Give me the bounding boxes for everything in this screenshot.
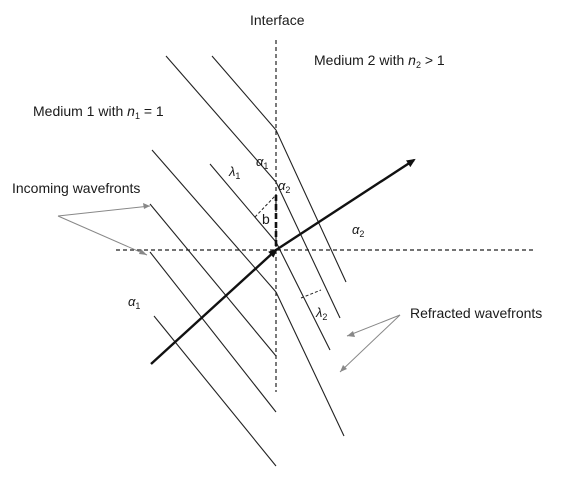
- refracted-wavefront: [275, 241, 331, 351]
- medium1-label: Medium 1 with n1 = 1: [33, 103, 164, 121]
- alpha2-right-label: α2: [352, 222, 364, 239]
- incoming-pointer-2: [57, 215, 148, 256]
- alpha2-top-label: α2: [278, 178, 290, 195]
- refracted-pointer-2: [339, 314, 401, 373]
- refracted-pointer-1: [346, 314, 401, 337]
- incoming-wavefronts: [149, 55, 277, 467]
- lambda1-label: λ1: [228, 164, 240, 181]
- medium2-label: Medium 2 with n2 > 1: [314, 52, 445, 70]
- refracted-wavefronts-label: Refracted wavefronts: [410, 305, 542, 321]
- lambda2-label: λ2: [315, 305, 327, 322]
- wavelength1-marker: [254, 194, 277, 218]
- incoming-wavefronts-label: Incoming wavefronts: [12, 180, 140, 196]
- arrowhead-refracted-2: [340, 365, 347, 372]
- refracted-wavefront: [211, 55, 347, 283]
- interface-label: Interface: [250, 12, 305, 28]
- annotation-arrows: [57, 205, 401, 373]
- incoming-wavefront: [153, 315, 277, 467]
- refracted-ray: [275, 158, 416, 252]
- alpha1-top-label: α1: [256, 154, 268, 171]
- refracted-wavefront: [275, 291, 345, 437]
- refracted-wavefronts: [211, 55, 347, 437]
- incoming-wavefront: [209, 163, 277, 243]
- arrowhead-incoming-2: [139, 249, 147, 255]
- incoming-wavefront: [151, 149, 277, 293]
- incoming-pointer-1: [57, 205, 151, 217]
- arrowhead-incoming-1: [143, 203, 150, 209]
- wavelength2-marker: [300, 289, 322, 299]
- b-label: b: [262, 211, 270, 227]
- alpha1-bottom-label: α1: [128, 294, 140, 311]
- incoming-wavefront: [165, 55, 277, 183]
- incoming-wavefront: [149, 251, 277, 413]
- incident-ray: [150, 248, 278, 365]
- incoming-wavefront: [149, 203, 277, 357]
- arrowhead-refracted-1: [347, 331, 355, 337]
- refracted-wavefront: [275, 181, 341, 319]
